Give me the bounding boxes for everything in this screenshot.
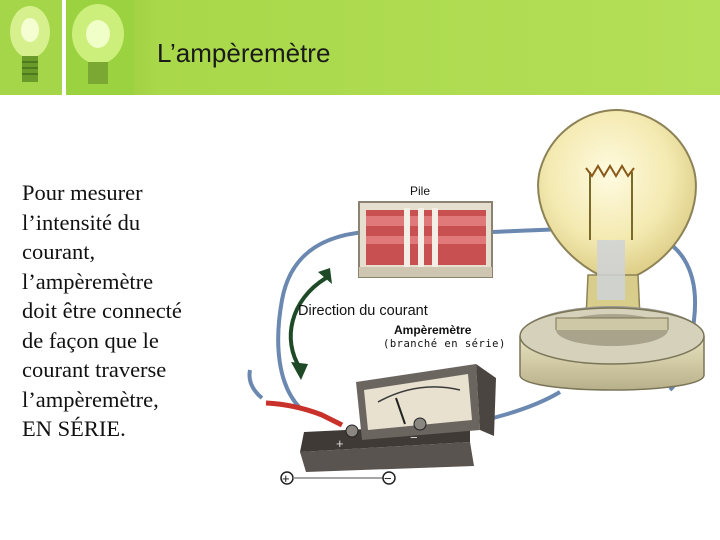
series-connection-label: (branché en série)	[383, 338, 506, 350]
header-banner: L’ampèremètre	[0, 0, 720, 95]
circuit-illustration: + − + −	[240, 100, 718, 540]
body-line: courant,	[22, 237, 237, 267]
battery-icon	[359, 202, 492, 277]
body-line: doit être connecté	[22, 296, 237, 326]
wire-left-blue	[250, 370, 263, 398]
direction-arrow	[291, 278, 326, 368]
battery-label: Pile	[410, 184, 430, 198]
lightbulb-photo	[0, 0, 134, 95]
body-line: l’intensité du	[22, 208, 237, 238]
body-line: l’ampèremètre	[22, 267, 237, 297]
plus-terminal-sign: +	[282, 471, 290, 486]
ammeter-minus-sign: −	[410, 430, 418, 445]
slide-title: L’ampèremètre	[157, 38, 330, 69]
body-line: l’ampèremètre,	[22, 385, 237, 415]
arrow-head-icon	[291, 362, 308, 380]
body-line: de façon que le	[22, 326, 237, 356]
minus-terminal-sign: −	[384, 471, 392, 486]
ammeter-plus-sign: +	[336, 436, 344, 451]
body-text: Pour mesurer l’intensité du courant, l’a…	[22, 178, 237, 444]
wire-red	[266, 403, 342, 425]
body-line: EN SÉRIE.	[22, 414, 237, 444]
body-line: courant traverse	[22, 355, 237, 385]
ammeter-label: Ampèremètre	[394, 323, 471, 337]
current-direction-label: Direction du courant	[298, 303, 428, 319]
body-line: Pour mesurer	[22, 178, 237, 208]
